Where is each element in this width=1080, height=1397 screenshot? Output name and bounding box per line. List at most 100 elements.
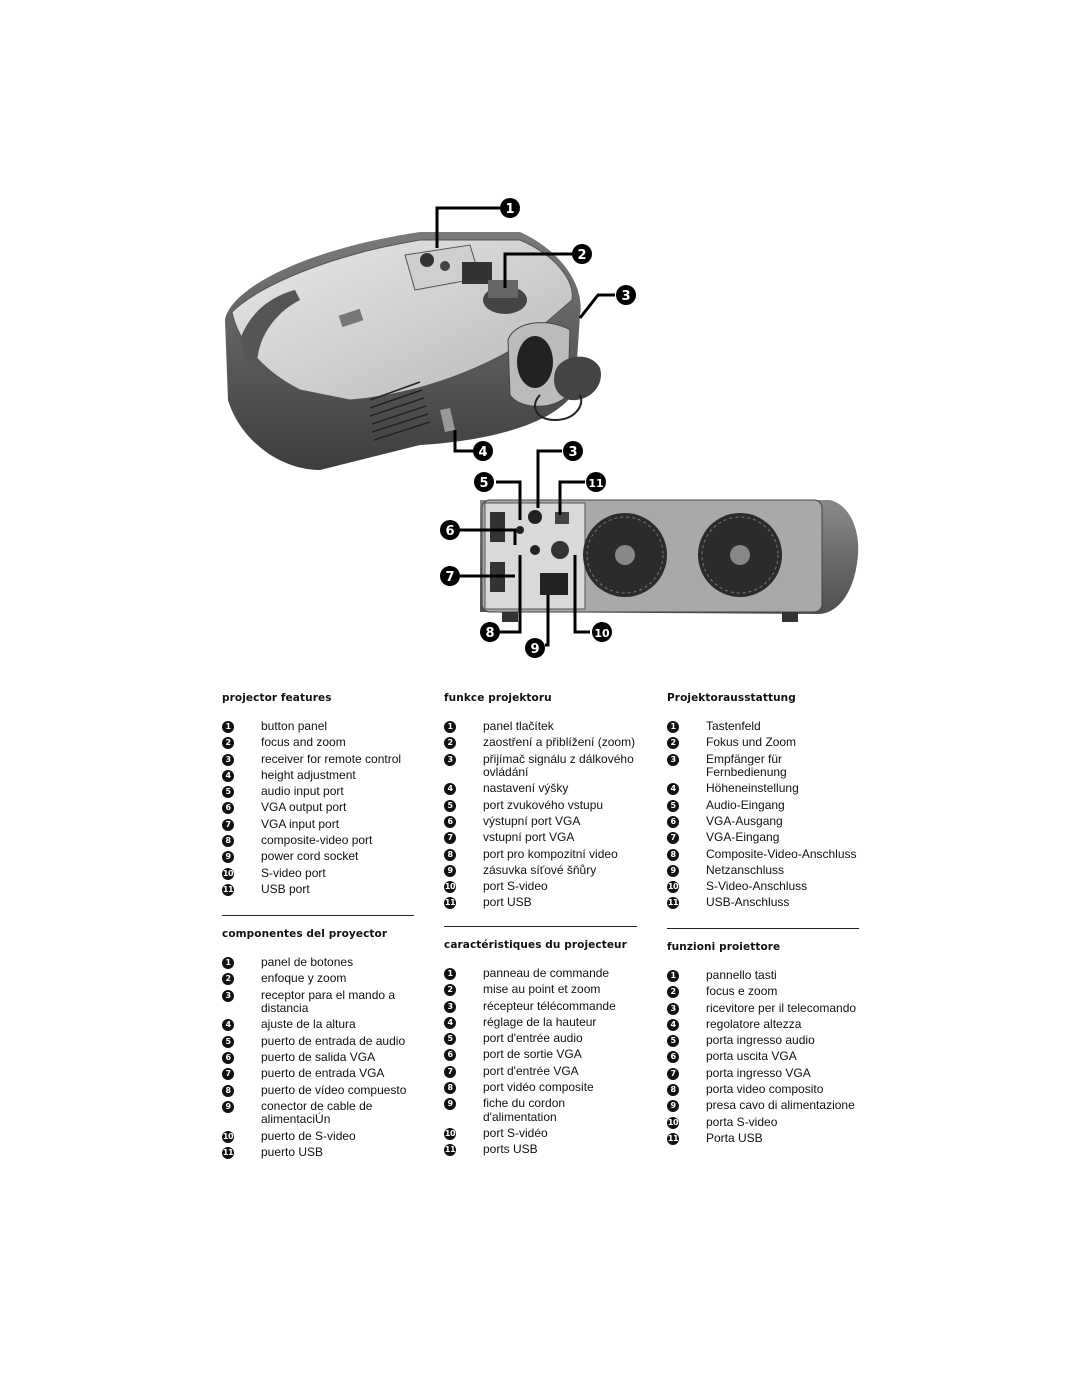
callout-11: 11 — [586, 472, 606, 492]
svg-text:1: 1 — [505, 202, 514, 217]
item-label: récepteur télécommande — [483, 998, 616, 1013]
callout-7: 7 — [440, 566, 460, 586]
item-number-badge: 11 — [222, 1146, 234, 1159]
item-label: port d'entrée audio — [483, 1031, 583, 1046]
item-label: USB port — [261, 881, 310, 896]
item-label: porta ingresso audio — [706, 1033, 815, 1048]
item-number-badge: 10 — [444, 881, 456, 894]
item-number-badge: 2 — [667, 737, 679, 750]
item-label: port S-vidéo — [483, 1126, 548, 1141]
list-item: 6 port de sortie VGA — [444, 1048, 637, 1062]
item-label: Empfänger für Fernbedienung — [706, 751, 787, 780]
item-label: puerto de salida VGA — [261, 1049, 376, 1064]
item-label: VGA-Ausgang — [706, 813, 783, 828]
list-item: 10 port S-vidéo — [444, 1127, 637, 1141]
item-label: ajuste de la altura — [261, 1017, 356, 1032]
item-number-badge: 11 — [222, 883, 234, 896]
item-number-badge: 9 — [444, 864, 456, 877]
item-label: port vidéo composite — [483, 1080, 594, 1095]
callout-leader-lines — [435, 206, 615, 647]
item-label: výstupní port VGA — [483, 813, 581, 828]
svg-text:3: 3 — [568, 445, 577, 460]
item-label: VGA input port — [261, 816, 340, 831]
item-label: vstupní port VGA — [483, 830, 575, 845]
callout-1: 1 — [500, 198, 520, 218]
item-label: enfoque y zoom — [261, 971, 347, 986]
item-label: puerto de vídeo compuesto — [261, 1082, 407, 1097]
callout-5: 5 — [474, 472, 494, 492]
callout-3-rear: 3 — [563, 441, 583, 461]
item-label: focus e zoom — [706, 984, 778, 999]
item-label: power cord socket — [261, 849, 359, 864]
item-number-badge: 10 — [444, 1128, 456, 1141]
item-number-badge: 5 — [444, 799, 456, 812]
item-label: ports USB — [483, 1142, 538, 1157]
item-label: receptor para el mando a distancia — [261, 987, 396, 1016]
section-title: funzioni proiettore — [667, 941, 781, 953]
item-label: USB-Anschluss — [706, 895, 790, 910]
item-number-badge: 3 — [444, 1000, 456, 1013]
item-label: focus and zoom — [261, 735, 346, 750]
item-label: port pro kompozitní video — [483, 846, 618, 861]
item-number-badge: 2 — [222, 737, 234, 750]
item-number-badge: 1 — [444, 968, 456, 980]
item-number-badge: 9 — [667, 864, 679, 877]
projector-top-view — [225, 232, 601, 470]
item-number-badge: 8 — [667, 848, 679, 861]
item-label: composite-video port — [261, 833, 373, 848]
item-number-badge: 2 — [667, 986, 679, 999]
item-label: port de sortie VGA — [483, 1047, 582, 1062]
svg-text:9: 9 — [530, 642, 539, 657]
item-number-badge: 11 — [444, 897, 456, 910]
item-label: Netzanschluss — [706, 862, 785, 877]
item-label: panneau de commande — [483, 966, 610, 980]
list-item: 1 panneau de commande — [444, 966, 637, 981]
callout-9: 9 — [525, 638, 545, 658]
svg-text:2: 2 — [577, 248, 586, 263]
item-number-badge: 11 — [444, 1144, 456, 1157]
callout-8: 8 — [480, 622, 500, 642]
item-label: S-Video-Anschluss — [706, 879, 808, 894]
item-label: přijímač signálu z dálkového ovládání — [483, 751, 634, 780]
item-number-badge: 4 — [667, 783, 679, 796]
item-label: porta uscita VGA — [706, 1049, 797, 1064]
section-title: funkce projektoru — [444, 692, 552, 704]
item-label: regolatore altezza — [706, 1016, 802, 1031]
item-number-badge: 4 — [667, 1018, 679, 1031]
item-number-badge: 7 — [222, 818, 234, 831]
item-number-badge: 4 — [222, 1019, 234, 1032]
item-number-badge: 6 — [444, 1049, 456, 1062]
item-label: port USB — [483, 895, 532, 910]
item-number-badge: 6 — [667, 1051, 679, 1064]
item-label: port S-video — [483, 879, 548, 894]
item-number-badge: 7 — [444, 1065, 456, 1078]
item-label: zásuvka síťové šňůry — [483, 862, 597, 877]
item-label: button panel — [261, 719, 328, 733]
item-number-badge: 3 — [222, 753, 234, 766]
item-number-badge: 2 — [222, 973, 234, 986]
item-number-badge: 2 — [444, 737, 456, 750]
callout-6: 6 — [440, 520, 460, 540]
svg-text:4: 4 — [478, 445, 487, 460]
item-number-badge: 1 — [667, 721, 679, 733]
item-number-badge: 7 — [444, 832, 456, 845]
item-number-badge: 9 — [222, 1100, 234, 1113]
